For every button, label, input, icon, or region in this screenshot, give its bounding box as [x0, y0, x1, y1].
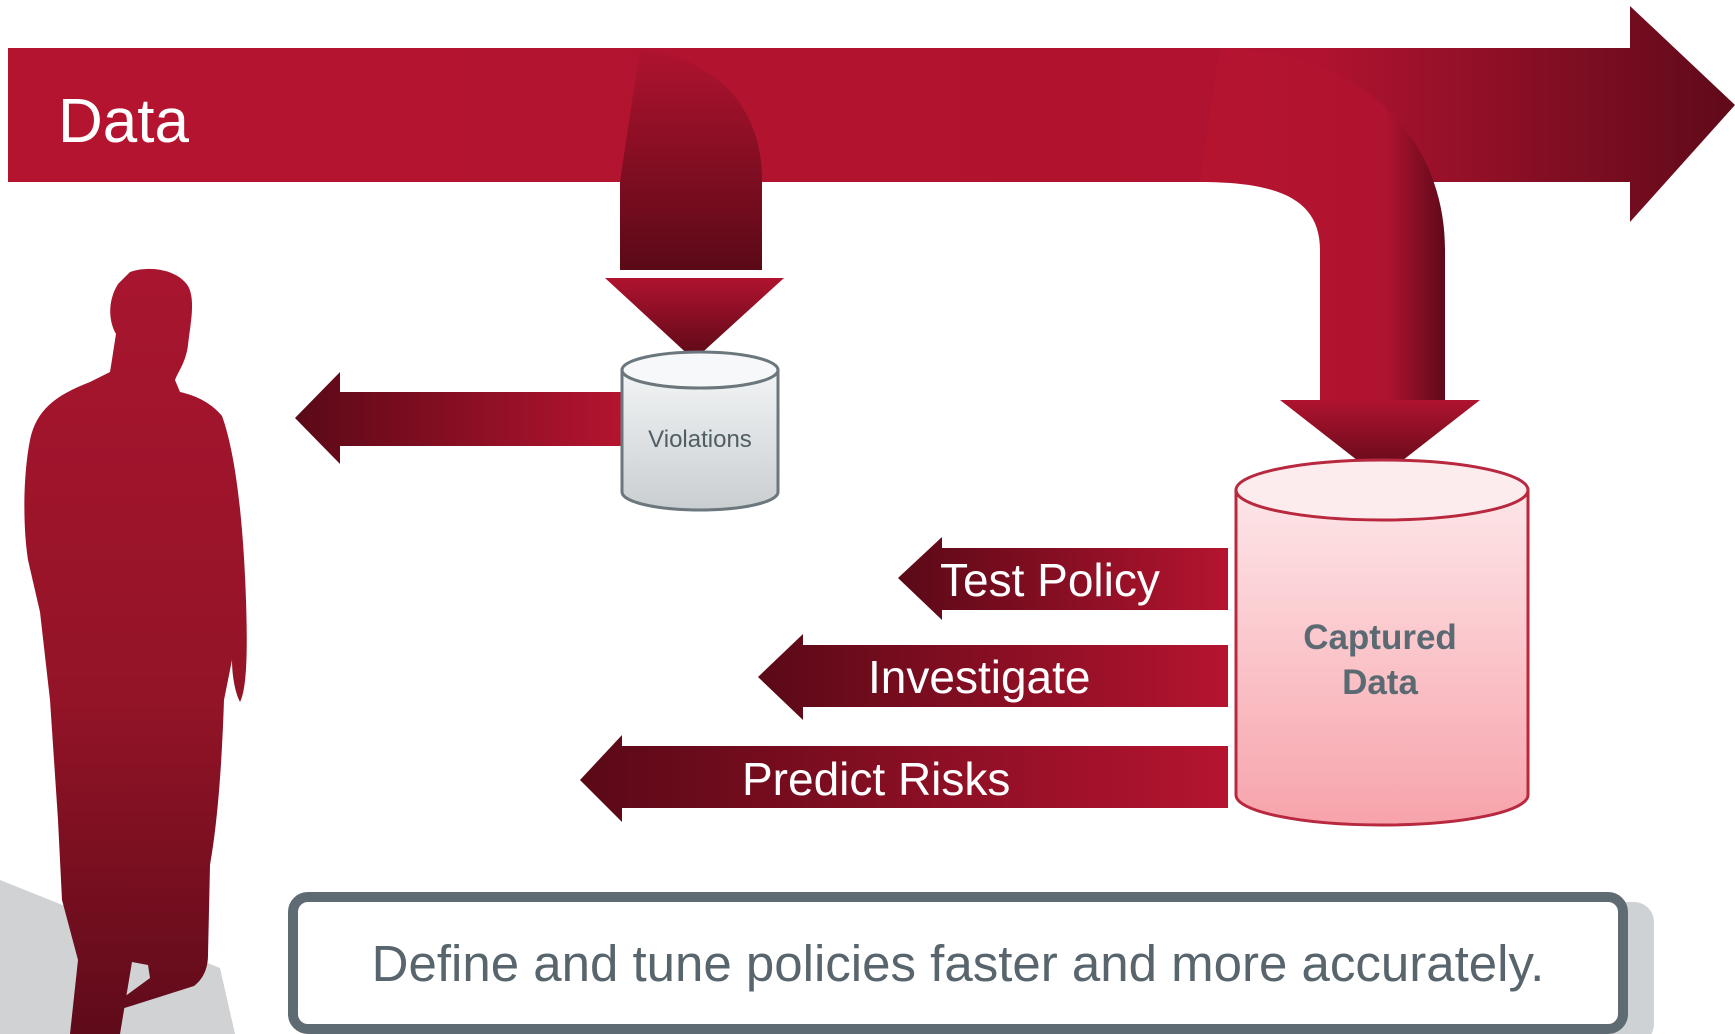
investigate-label: Investigate: [868, 651, 1091, 703]
investigate-arrow: [758, 634, 1228, 720]
violations-label: Violations: [648, 426, 752, 453]
test-policy-label: Test Policy: [940, 554, 1160, 606]
person-silhouette: [24, 268, 247, 1034]
captured-data-label-line2: Data: [1342, 663, 1418, 702]
callout-text: Define and tune policies faster and more…: [371, 934, 1545, 992]
captured-data-label: Captured Data: [1235, 615, 1525, 705]
data-flow-label: Data: [58, 87, 189, 156]
violations-cylinder: [620, 350, 780, 512]
captured-data-label-line1: Captured: [1303, 618, 1457, 657]
test-policy-arrow: [898, 537, 1228, 620]
predict-risks-arrow: [580, 735, 1228, 822]
predict-risks-label: Predict Risks: [742, 753, 1011, 805]
callout-box: Define and tune policies faster and more…: [288, 892, 1628, 1034]
violations-alert-arrow: [295, 372, 622, 464]
captured-data-cylinder: [1234, 458, 1530, 827]
main-data-arrow: [8, 6, 1735, 478]
